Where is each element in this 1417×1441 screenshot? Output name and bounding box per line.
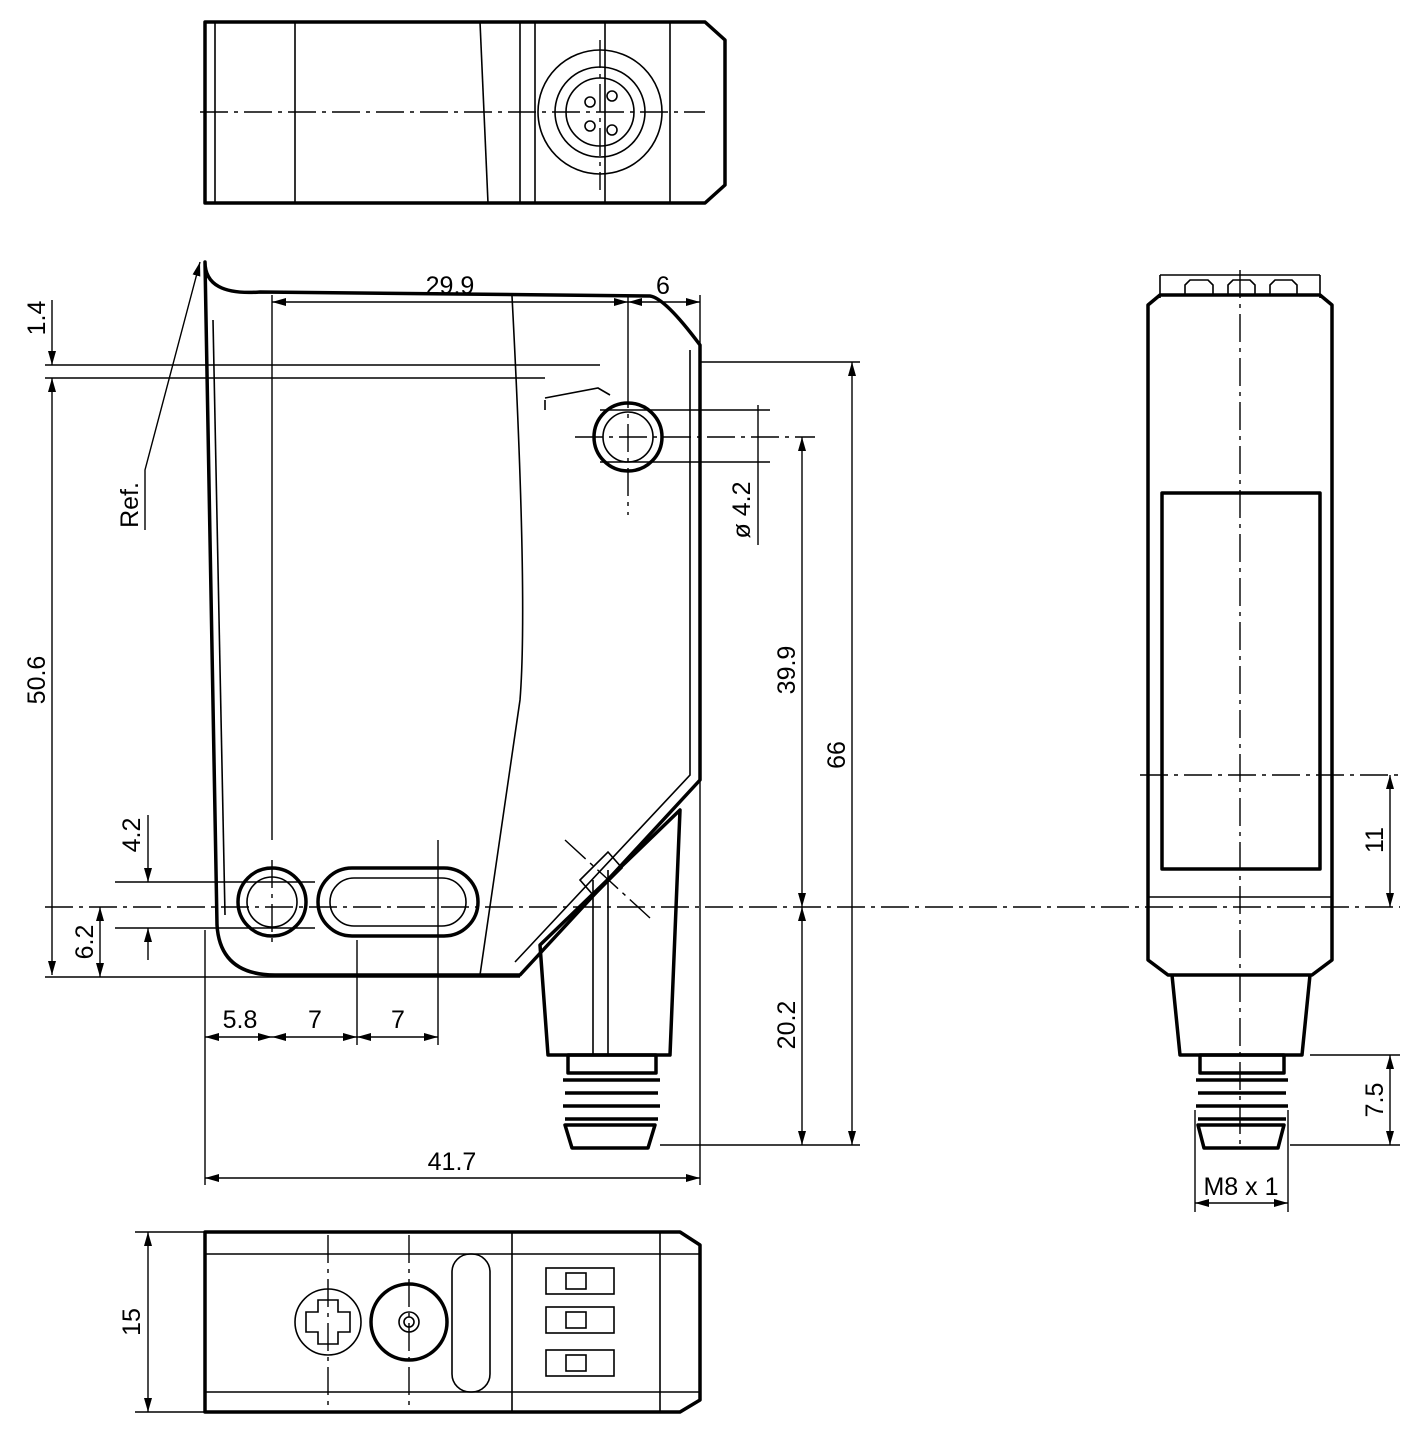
dim-20-2: 20.2 xyxy=(773,1001,801,1050)
front-view xyxy=(45,260,1400,1150)
dim-hole-diameter: ø 4.2 xyxy=(728,482,756,539)
dim-4-2: 4.2 xyxy=(118,818,146,853)
dim-6: 6 xyxy=(656,272,670,300)
dim-29-9: 29.9 xyxy=(426,272,475,300)
ref-label: Ref. xyxy=(116,482,144,528)
top-view xyxy=(200,20,727,205)
side-view xyxy=(1140,270,1400,1150)
dim-5-8: 5.8 xyxy=(223,1006,258,1034)
dim-15: 15 xyxy=(118,1308,146,1336)
dim-39-9: 39.9 xyxy=(773,646,801,695)
dim-7-5: 7.5 xyxy=(1361,1083,1389,1118)
dim-11: 11 xyxy=(1361,827,1389,853)
dim-6-2: 6.2 xyxy=(71,925,99,960)
dim-50-6: 50.6 xyxy=(23,656,51,705)
dimension-labels: 29.9 6 1.4 Ref. ø 4.2 39.9 66 50.6 4.2 6… xyxy=(23,272,1389,1336)
dimension-lines xyxy=(45,261,1400,1413)
thread-label: M8 x 1 xyxy=(1203,1173,1278,1201)
dim-7-second: 7 xyxy=(391,1006,405,1034)
dim-1-4: 1.4 xyxy=(23,301,51,336)
dim-66: 66 xyxy=(823,741,851,769)
bottom-view xyxy=(203,1230,702,1414)
dim-41-7: 41.7 xyxy=(428,1148,477,1176)
dim-7-first: 7 xyxy=(308,1006,322,1034)
